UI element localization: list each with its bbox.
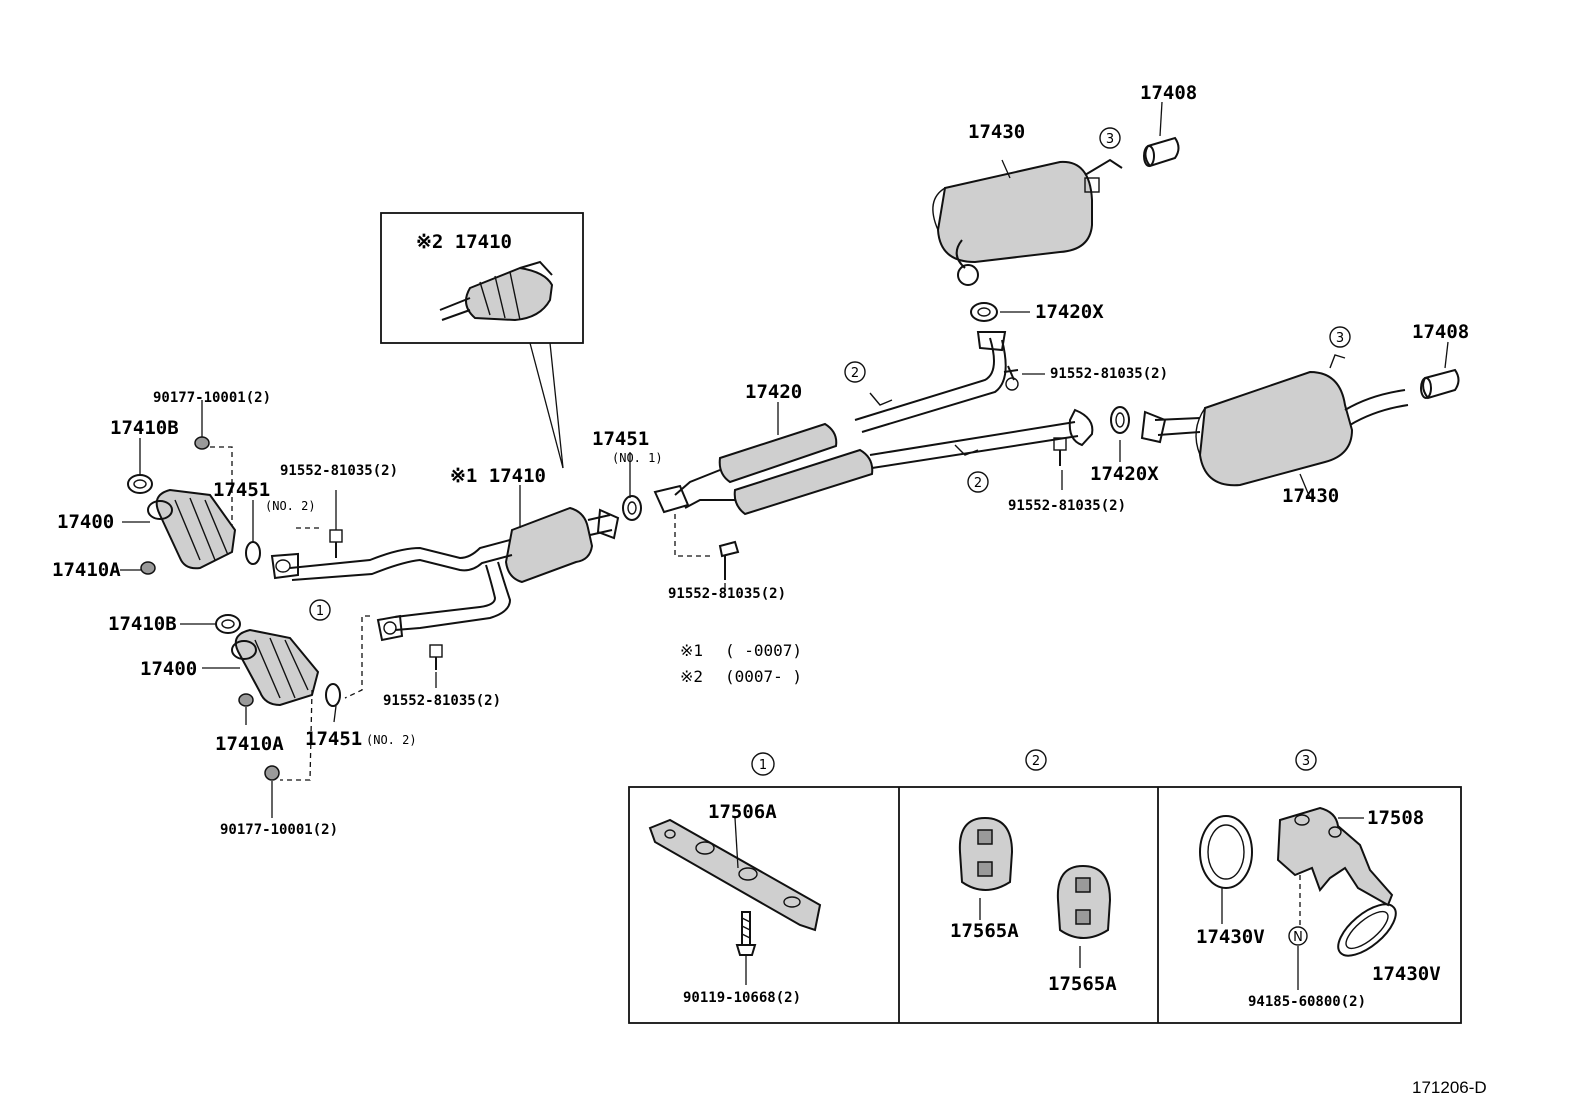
dashed-guides xyxy=(210,446,712,781)
diagram-reference-code: 171206-D xyxy=(1412,1078,1487,1097)
label-94185: 94185-60800(2) xyxy=(1248,994,1366,1010)
label-17420x-top: 17420X xyxy=(1035,301,1104,323)
leader-lines xyxy=(120,101,1449,818)
muffler-right xyxy=(1140,354,1409,487)
tailpipe-tip-top xyxy=(1143,136,1180,168)
inset-box-17410-type2 xyxy=(380,212,584,469)
callout-2-mid: 2 xyxy=(967,471,989,493)
bracket-17508 xyxy=(1276,806,1394,925)
callout-1-main: 1 xyxy=(309,599,331,621)
label-no2-bot: (NO. 2) xyxy=(366,733,417,747)
svg-text:2: 2 xyxy=(974,476,982,491)
label-17451-no1: 17451 xyxy=(592,428,649,450)
exhaust-manifold-bottom xyxy=(231,628,320,707)
label-17400-top: 17400 xyxy=(57,511,114,533)
label-17410b-top: 17410B xyxy=(110,417,179,439)
label-17430v-2: 17430V xyxy=(1372,963,1441,985)
nut-90177-top xyxy=(194,436,210,450)
svg-text:3: 3 xyxy=(1302,754,1310,769)
label-17408-top: 17408 xyxy=(1140,82,1197,104)
gasket-17420x-mid xyxy=(1110,406,1130,434)
gasket-17451-no2-top xyxy=(245,541,261,565)
label-17430v-1: 17430V xyxy=(1196,926,1265,948)
svg-text:3: 3 xyxy=(1336,331,1344,346)
bolt-91552-center xyxy=(718,540,740,580)
label-17408-right: 17408 xyxy=(1412,321,1469,343)
svg-text:3: 3 xyxy=(1106,132,1114,147)
svg-text:1: 1 xyxy=(316,604,324,619)
callout-3-top: 3 xyxy=(1099,127,1121,149)
bracket-17506a xyxy=(648,817,822,932)
hanger-17565a-2 xyxy=(1056,864,1112,968)
detail-box-frame xyxy=(628,786,1462,1024)
detail-header-2: 2 xyxy=(1025,749,1047,771)
bolt-90119 xyxy=(735,911,757,985)
label-17410b-bot: 17410B xyxy=(108,613,177,635)
muffler-top xyxy=(932,158,1123,286)
label-91552-mid: 91552-81035(2) xyxy=(1008,498,1126,514)
label-17508: 17508 xyxy=(1367,807,1424,829)
front-pipe-catalyst-17410 xyxy=(270,506,620,642)
label-17410-mark1: ※1 17410 xyxy=(450,465,546,487)
bolt-91552-mid xyxy=(1053,437,1067,466)
svg-text:1: 1 xyxy=(759,758,767,773)
label-91552-left-bot: 91552-81035(2) xyxy=(383,693,501,709)
label-17506a: 17506A xyxy=(708,801,777,823)
label-17451-top: 17451 xyxy=(213,479,270,501)
label-91552-left-top: 91552-81035(2) xyxy=(280,463,398,479)
tailpipe-tip-right xyxy=(1420,368,1460,400)
ring-17430v-2 xyxy=(1337,903,1397,957)
center-pipe-17420 xyxy=(653,331,1094,516)
gasket-17451-no2-bot xyxy=(325,683,341,707)
label-91552-center: 91552-81035(2) xyxy=(668,586,786,602)
nut-17410a-bot xyxy=(238,693,254,707)
note1-text: ( -0007) xyxy=(725,641,802,660)
gasket-17451-no1 xyxy=(622,495,642,521)
label-17400-bot: 17400 xyxy=(140,658,197,680)
note2-mark: ※2 xyxy=(680,667,703,686)
exhaust-manifold-top xyxy=(147,488,237,570)
label-17420x-mid: 17420X xyxy=(1090,463,1159,485)
svg-text:2: 2 xyxy=(851,366,859,381)
hanger-17565a-1 xyxy=(958,816,1014,920)
label-17430-right: 17430 xyxy=(1282,485,1339,507)
callout-3-right: 3 xyxy=(1329,326,1351,348)
label-no2-top: (NO. 2) xyxy=(265,499,316,513)
label-17410a-bot: 17410A xyxy=(215,733,284,755)
bolt-91552-top xyxy=(1003,365,1019,391)
gasket-17420x-top xyxy=(970,302,998,322)
nut-17410a-top xyxy=(140,561,156,575)
nut-90177-bot xyxy=(264,765,280,781)
note2-text: (0007- ) xyxy=(725,667,802,686)
label-90177-bot: 90177-10001(2) xyxy=(220,822,338,838)
gasket-17410b-bot xyxy=(215,614,241,634)
svg-text:N: N xyxy=(1293,930,1303,945)
callout-2-top: 2 xyxy=(844,361,866,383)
label-17451-bot: 17451 xyxy=(305,728,362,750)
label-17430-top: 17430 xyxy=(968,121,1025,143)
label-17410a-top: 17410A xyxy=(52,559,121,581)
label-17410-mark2: ※2 17410 xyxy=(416,231,512,253)
label-17565a-2: 17565A xyxy=(1048,973,1117,995)
label-90119: 90119-10668(2) xyxy=(683,990,801,1006)
bolt-91552-left-top xyxy=(329,529,343,558)
detail-header-1: 1 xyxy=(751,752,775,776)
label-17565a-1: 17565A xyxy=(950,920,1019,942)
label-90177-top: 90177-10001(2) xyxy=(153,390,271,406)
bolt-91552-left-bot xyxy=(429,644,443,670)
ring-17430v-1 xyxy=(1199,815,1253,924)
svg-text:2: 2 xyxy=(1032,754,1040,769)
label-91552-top: 91552-81035(2) xyxy=(1050,366,1168,382)
label-17420: 17420 xyxy=(745,381,802,403)
label-no1: (NO. 1) xyxy=(612,451,663,465)
detail-header-3: 3 xyxy=(1295,749,1317,771)
gasket-17410b-top xyxy=(127,474,153,494)
note1-mark: ※1 xyxy=(680,641,703,660)
nut-94185: N xyxy=(1288,926,1308,990)
